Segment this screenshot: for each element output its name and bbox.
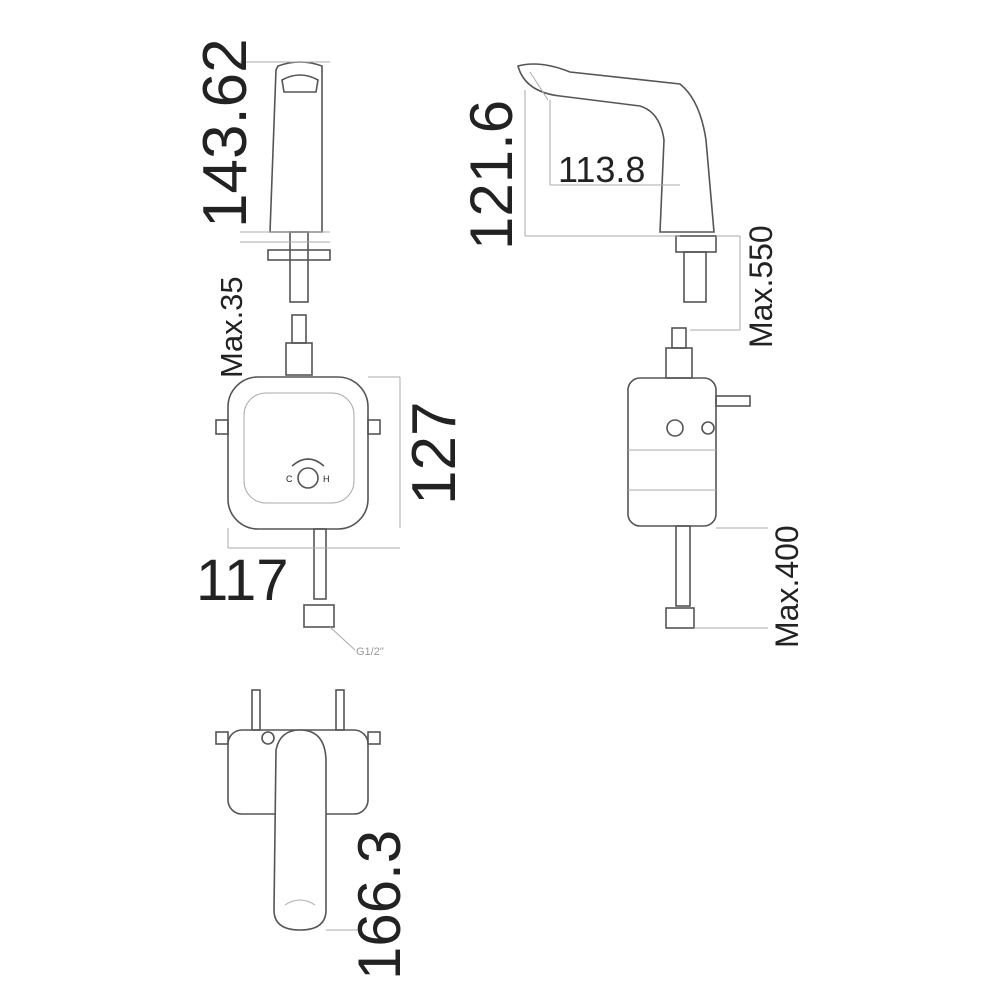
front-view-control-box: C H G1/2" xyxy=(215,314,401,658)
cold-label: C xyxy=(286,474,293,484)
side-view-faucet xyxy=(517,63,768,629)
dim-max-outlet: Max.400 xyxy=(769,525,805,648)
top-view-faucet xyxy=(215,689,381,931)
dim-box-width: 117 xyxy=(196,548,288,613)
dim-box-height: 127 xyxy=(400,402,469,505)
thread-label: G1/2" xyxy=(356,646,384,658)
dim-top-length: 166.3 xyxy=(346,830,413,980)
dim-spout-reach: 113.8 xyxy=(558,149,645,190)
dim-side-height: 121.6 xyxy=(458,100,525,250)
hot-label: H xyxy=(323,474,330,484)
front-view-faucet xyxy=(240,61,331,303)
dim-front-max-depth: Max.35 xyxy=(214,276,249,378)
dim-front-height: 143.62 xyxy=(191,38,260,228)
dim-max-hose: Max.550 xyxy=(743,225,779,348)
